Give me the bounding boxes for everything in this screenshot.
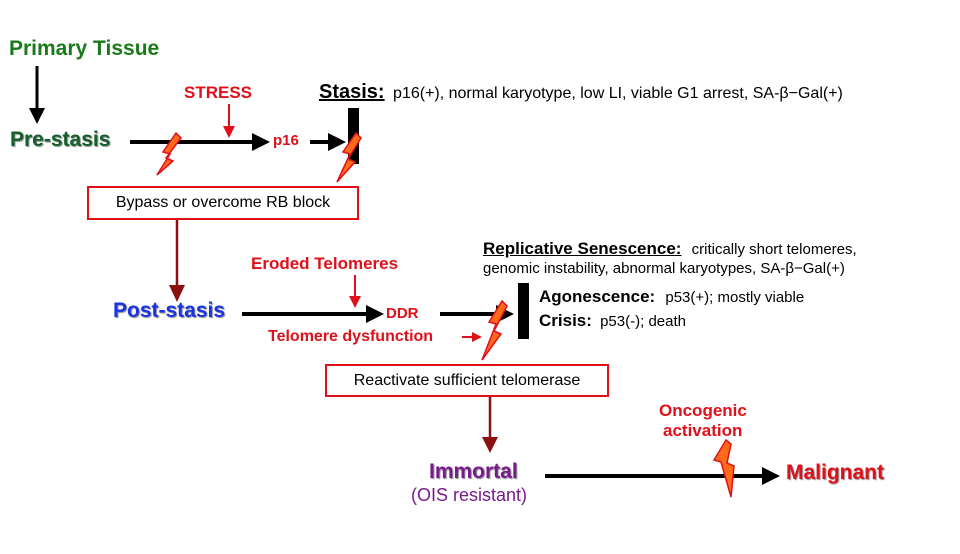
agonescence-line: Agonescence: p53(+); mostly viable [539,288,804,305]
stasis-title: Stasis: [319,81,385,103]
box-reactivate-telomerase: Reactivate sufficient telomerase [325,364,609,397]
senescence-block-bar [518,283,529,339]
label-ddr: DDR [386,305,419,322]
stasis-description: p16(+), normal karyotype, low LI, viable… [393,85,843,102]
arrow-eroded-telomeres [349,275,361,308]
arrow-primary-to-prestasis [29,66,45,124]
node-ois-resistant: (OIS resistant) [411,485,528,505]
node-post-stasis: Post-stasis [113,299,226,322]
agonescence-description: p53(+); mostly viable [665,289,805,306]
label-telomere-dysfunction: Telomere dysfunction [268,328,434,345]
crisis-description: p53(-); death [600,313,686,330]
lightning-bolt-icon [481,299,508,361]
senescence-title: Replicative Senescence: [483,239,682,258]
agonescence-title: Agonescence: [539,287,656,306]
node-malignant: Malignant [786,461,884,484]
node-primary-tissue: Primary Tissue [9,37,160,60]
label-eroded-telomeres: Eroded Telomeres [251,254,399,273]
arrow-telomerase-to-immortal [482,397,498,453]
label-stress: STRESS [184,83,253,102]
lightning-bolt-icon [336,131,362,183]
box-bypass-rb-block: Bypass or overcome RB block [87,186,359,220]
box-reactivate-telomerase-label: Reactivate sufficient telomerase [353,371,581,389]
label-activation: activation [663,421,743,440]
arrow-p16-to-stasis [310,133,346,151]
senescence-description-1: critically short telomeres, [691,241,857,258]
arrow-telomere-dysfunction [462,332,482,342]
node-immortal: Immortal [429,460,518,483]
senescence-description-2: genomic instability, abnormal karyotypes… [483,260,845,277]
stasis-description-line: Stasis: p16(+), normal karyotype, low LI… [319,82,843,102]
arrow-poststasis-to-ddr [242,305,384,323]
label-oncogenic: Oncogenic [659,401,747,420]
arrow-immortal-to-malignant [545,467,780,485]
label-p16: p16 [273,132,299,149]
senescence-line-1: Replicative Senescence: critically short… [483,240,857,257]
lightning-bolt-icon [156,131,182,176]
crisis-line: Crisis: p53(-); death [539,312,686,329]
box-bypass-rb-label: Bypass or overcome RB block [115,194,331,211]
lightning-bolt-icon [712,438,735,498]
arrow-stress [223,104,235,138]
crisis-title: Crisis: [539,311,592,330]
arrow-prestasis-to-p16 [130,133,270,151]
node-pre-stasis: Pre-stasis [10,128,111,151]
arrow-bypass-to-poststasis [169,220,185,302]
